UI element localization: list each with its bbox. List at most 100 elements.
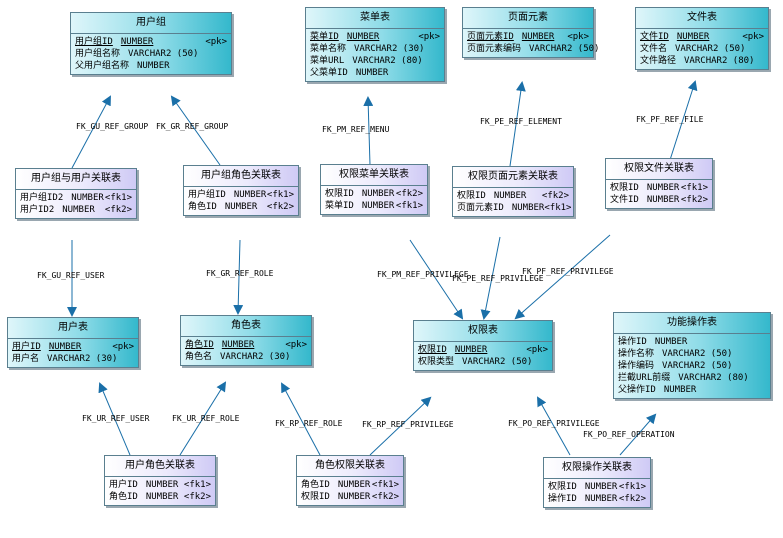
column-key: <fk2> xyxy=(183,492,211,502)
column-name: 操作编码 xyxy=(618,361,655,371)
link-pf-file xyxy=(669,80,698,161)
table-title: 页面元素 xyxy=(463,8,593,29)
column-type: NUMBER xyxy=(71,193,104,203)
column-name: 用户组ID xyxy=(188,190,226,200)
link-po-privilege xyxy=(537,396,571,456)
column-key: <pk> xyxy=(205,37,227,47)
column-type: NUMBER xyxy=(654,337,688,347)
column-name: 权限ID xyxy=(457,191,486,201)
column-type: NUMBER xyxy=(145,480,179,490)
table-title: 用户组与用户关联表 xyxy=(16,169,136,190)
column-name: 权限类型 xyxy=(418,357,455,367)
column-key: <fk1> xyxy=(395,201,423,211)
column-name: 页面元素编码 xyxy=(467,44,522,54)
column-row: 文件名 VARCHAR2 (50) xyxy=(640,43,764,55)
column-type: VARCHAR2 (30) xyxy=(354,44,425,54)
column-name: 权限ID xyxy=(610,183,639,193)
relation-label: FK_GU_REF_USER xyxy=(37,271,105,280)
column-type: NUMBER xyxy=(233,190,267,200)
column-row: 角色名 VARCHAR2 (30) xyxy=(185,351,307,363)
column-name: 用户ID xyxy=(109,480,138,490)
table-title: 菜单表 xyxy=(306,8,444,29)
table-title: 权限文件关联表 xyxy=(606,159,712,180)
column-key xyxy=(198,48,227,60)
link-pm-menu xyxy=(363,96,374,166)
column-key: <fk2> xyxy=(266,202,294,212)
table-title: 权限菜单关联表 xyxy=(321,165,427,186)
column-key: <pk> xyxy=(418,32,440,42)
column-name: 文件路径 xyxy=(640,56,677,66)
column-key xyxy=(170,60,227,72)
column-name: 父菜单ID xyxy=(310,68,348,78)
relation-label: FK_PO_REF_PRIVILEGE xyxy=(508,419,600,428)
column-type: NUMBER xyxy=(676,32,710,42)
column-type: VARCHAR2 (30) xyxy=(47,354,118,364)
column-type: NUMBER xyxy=(646,195,680,205)
column-name: 操作ID xyxy=(548,494,577,504)
table-title: 权限操作关联表 xyxy=(544,458,650,479)
column-name: 拦截URL前缀 xyxy=(618,373,671,383)
column-type: NUMBER xyxy=(584,482,618,492)
relation-label: FK_PF_REF_FILE xyxy=(636,115,704,124)
relation-label: FK_PE_REF_ELEMENT xyxy=(480,117,562,126)
link-ur-user xyxy=(98,382,131,456)
column-type: VARCHAR2 (50) xyxy=(128,49,199,59)
table-title: 角色权限关联表 xyxy=(297,456,403,477)
column-key: <pk> xyxy=(567,32,589,42)
column-name: 父用户组名称 xyxy=(75,61,130,71)
link-gr-group xyxy=(170,95,221,166)
link-po-operation xyxy=(619,413,657,456)
relation-label: FK_PM_REF_MENU xyxy=(322,125,390,134)
column-key: <fk1> xyxy=(680,183,708,193)
column-key: <fk1> xyxy=(618,482,646,492)
column-type: NUMBER xyxy=(48,342,82,352)
column-type: VARCHAR2 (50) xyxy=(675,44,746,54)
column-key xyxy=(754,55,764,67)
link-rp-role xyxy=(281,382,321,456)
column-name: 角色名 xyxy=(185,352,213,362)
column-key: <fk1> xyxy=(371,480,399,490)
column-name: 菜单ID xyxy=(310,32,339,42)
column-name: 角色ID xyxy=(188,202,217,212)
column-name: 用户ID2 xyxy=(20,205,55,215)
column-key: <fk2> xyxy=(541,191,569,201)
column-name: 用户ID xyxy=(12,342,41,352)
column-type: VARCHAR2 (30) xyxy=(220,352,291,362)
column-key xyxy=(424,43,440,55)
column-type: NUMBER xyxy=(120,37,154,47)
column-type: NUMBER xyxy=(355,68,389,78)
column-type: NUMBER xyxy=(454,345,488,355)
column-type: NUMBER xyxy=(346,32,380,42)
column-key: <fk1> xyxy=(104,193,132,203)
column-name: 文件ID xyxy=(610,195,639,205)
column-key xyxy=(388,67,440,79)
column-name: 页面元素ID xyxy=(457,203,504,213)
column-name: 父操作ID xyxy=(618,385,656,395)
column-name: 文件名 xyxy=(640,44,668,54)
column-key: <fk1> xyxy=(183,480,211,490)
